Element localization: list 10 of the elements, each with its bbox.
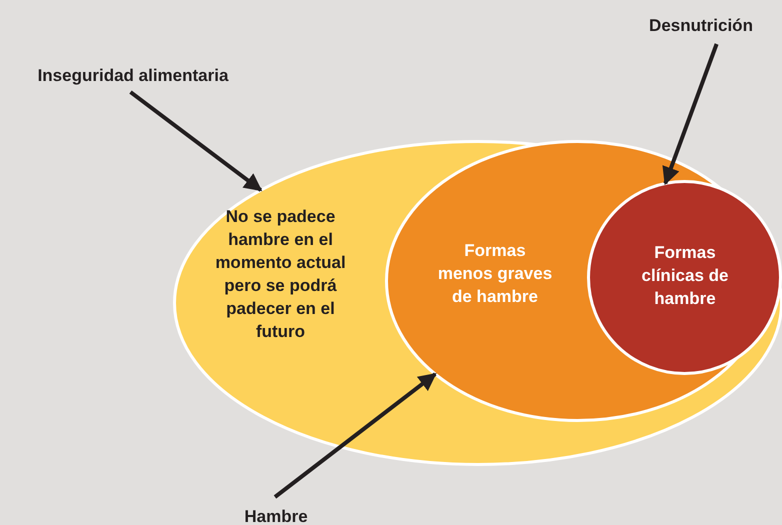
leader-arrow	[274, 372, 437, 499]
leader-arrow	[662, 43, 718, 186]
leader-arrow	[129, 90, 262, 192]
node-label: Formas clínicas de hambre	[640, 242, 730, 310]
node-label: Formas menos graves de hambre	[436, 240, 554, 308]
node-label: No se padece hambre en el momento actual pero se podrá padecer en el futuro	[214, 206, 347, 343]
callout-label: Inseguridad alimentaria	[8, 64, 258, 88]
callout-label: Desnutrición	[636, 14, 766, 38]
callout-label: Hambre	[226, 505, 326, 525]
inner-circle	[587, 180, 782, 375]
